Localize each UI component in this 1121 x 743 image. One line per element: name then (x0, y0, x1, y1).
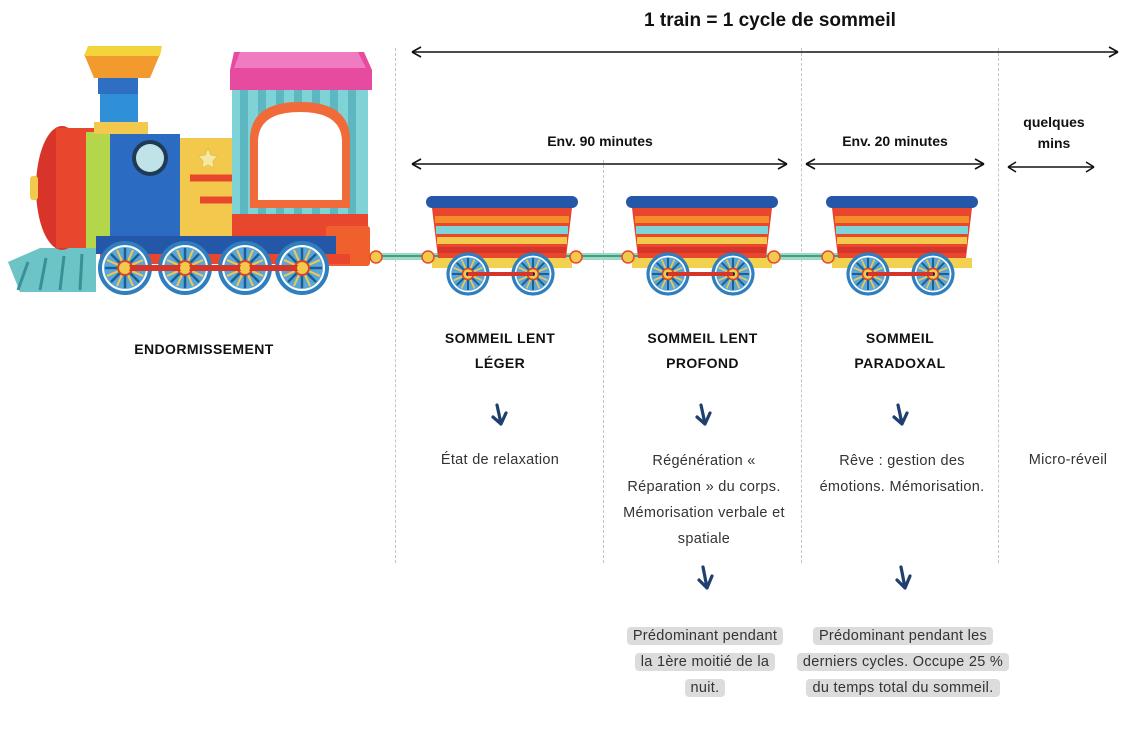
desc-lent-profond: Régénération « Réparation » du corps. Mé… (623, 453, 785, 547)
duration-20: Env. 20 minutes (842, 133, 948, 149)
arrow-down-icon (695, 403, 712, 426)
desc-micro-reveil: Micro-réveil (1028, 452, 1108, 468)
note-paradoxal: Prédominant pendant les derniers cycles.… (796, 623, 1010, 701)
desc-paradoxal: Rêve : gestion des émotions. Mémorisatio… (819, 453, 985, 495)
note-lent-profond-text: Prédominant pendant la 1ère moitié de la… (626, 627, 784, 697)
stage-endormissement: ENDORMISSEMENT (134, 341, 274, 357)
arrow-down-icon (697, 565, 714, 590)
duration-few: quelques mins (1023, 114, 1085, 151)
desc-lent-leger: État de relaxation (440, 452, 560, 468)
arrow-down-icon (892, 403, 909, 426)
duration-90: Env. 90 minutes (547, 133, 653, 149)
stage-lent-leger: SOMMEIL LENT LÉGER (444, 330, 556, 371)
divider-3 (801, 48, 802, 563)
arrow-down-icon (895, 565, 912, 590)
divider-4 (998, 48, 999, 563)
page-title: 1 train = 1 cycle de sommeil (644, 10, 896, 31)
arrow-down-icon (491, 403, 508, 426)
note-lent-profond: Prédominant pendant la 1ère moitié de la… (622, 623, 788, 701)
divider-1 (395, 48, 396, 563)
stage-paradoxal: SOMMEIL PARADOXAL (854, 330, 946, 371)
stage-lent-profond: SOMMEIL LENT PROFOND (647, 330, 758, 371)
note-paradoxal-text: Prédominant pendant les derniers cycles.… (796, 627, 1010, 697)
divider-2 (603, 160, 604, 563)
